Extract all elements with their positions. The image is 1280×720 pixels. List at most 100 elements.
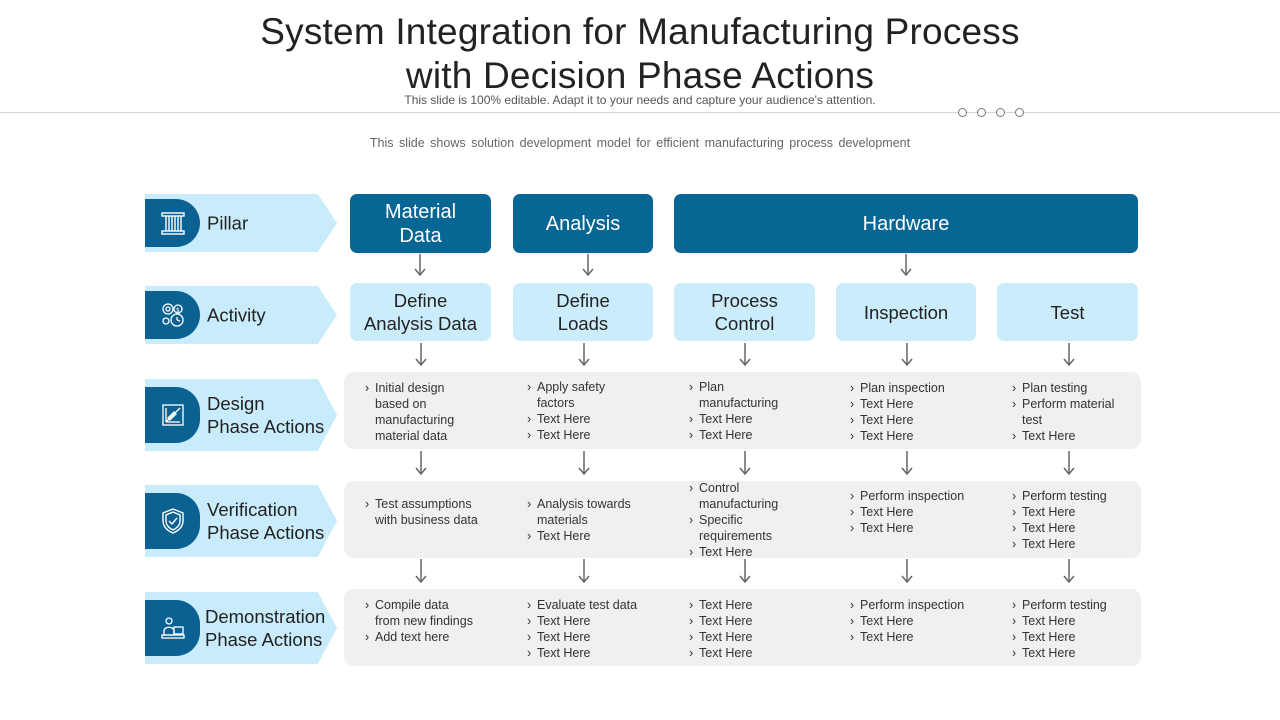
down-arrow-icon xyxy=(901,559,913,583)
list-item: Text Here xyxy=(1012,428,1127,444)
list-item: Evaluate test data xyxy=(527,597,652,613)
list-item: Text Here xyxy=(1012,629,1127,645)
list-item: Text Here xyxy=(527,411,642,427)
activity-line-1: Define xyxy=(393,290,448,311)
list-item: Text Here xyxy=(850,396,965,412)
verification-col-4: Perform inspection Text Here Text Here xyxy=(850,488,965,536)
title-line-1: System Integration for Manufacturing Pro… xyxy=(260,11,1020,52)
design-col-2: Apply safety factors Text Here Text Here xyxy=(527,379,642,443)
down-arrow-icon xyxy=(901,343,913,366)
row-label-text: Design Phase Actions xyxy=(207,392,324,438)
list-item: Text Here xyxy=(1012,613,1127,629)
slide-title: System Integration for Manufacturing Pro… xyxy=(140,10,1140,98)
down-arrow-icon xyxy=(1063,451,1075,475)
row-label-text: Verification Phase Actions xyxy=(207,498,324,544)
design-col-4: Plan inspection Text Here Text Here Text… xyxy=(850,380,965,444)
row-label-design: Design Phase Actions xyxy=(145,379,337,451)
list-item: Compile data from new findings xyxy=(365,597,475,629)
list-item: Text Here xyxy=(1012,536,1127,552)
list-item: Plan manufacturing xyxy=(689,379,804,411)
list-item: Apply safety factors xyxy=(527,379,642,411)
dot xyxy=(996,108,1005,117)
row-label-text: Demonstration Phase Actions xyxy=(205,605,325,651)
list-item: Specific requirements xyxy=(689,512,804,544)
down-arrow-icon xyxy=(739,343,751,366)
row-label-line-1: Verification xyxy=(207,499,298,520)
activity-line-2: Control xyxy=(714,313,775,334)
design-col-3: Plan manufacturing Text Here Text Here xyxy=(689,379,804,443)
list-item: Text Here xyxy=(689,411,804,427)
list-item: Text Here xyxy=(850,613,965,629)
demonstration-col-3: Text Here Text Here Text Here Text Here xyxy=(689,597,804,661)
verification-col-1: Test assumptions with business data xyxy=(365,496,485,528)
list-item: Text Here xyxy=(850,520,965,536)
slide-description: This slide shows solution development mo… xyxy=(369,136,911,150)
activity-test: Test xyxy=(997,283,1138,341)
row-label-line-2: Phase Actions xyxy=(207,416,325,437)
activity-inspection: Inspection xyxy=(836,283,976,341)
dot xyxy=(977,108,986,117)
row-label-line-1: Design xyxy=(207,393,265,414)
list-item: Text Here xyxy=(1012,520,1127,536)
down-arrow-icon xyxy=(582,254,594,276)
design-ruler-icon xyxy=(145,387,200,443)
list-item: Text Here xyxy=(1012,645,1127,661)
list-item: Text Here xyxy=(689,629,804,645)
row-label-text: Activity xyxy=(207,304,266,326)
list-item: Text Here xyxy=(527,427,642,443)
list-item: Text Here xyxy=(689,544,804,560)
pillar-material-data: Material Data xyxy=(350,194,491,253)
list-item: Perform testing xyxy=(1012,488,1127,504)
design-col-1: Initial design based on manufacturing ma… xyxy=(365,380,480,444)
row-label-text: Pillar xyxy=(207,212,249,234)
demonstration-col-4: Perform inspection Text Here Text Here xyxy=(850,597,965,645)
list-item: Text Here xyxy=(850,412,965,428)
list-item: Text Here xyxy=(689,645,804,661)
list-item: Text Here xyxy=(527,613,652,629)
down-arrow-icon xyxy=(415,559,427,583)
list-item: Text Here xyxy=(850,428,965,444)
demonstration-col-2: Evaluate test data Text Here Text Here T… xyxy=(527,597,652,661)
activity-line-2: Analysis Data xyxy=(363,313,478,334)
down-arrow-icon xyxy=(415,343,427,366)
row-label-line-2: Phase Actions xyxy=(205,629,323,650)
demonstration-col-5: Perform testing Text Here Text Here Text… xyxy=(1012,597,1127,661)
list-item: Analysis towards materials xyxy=(527,496,642,528)
down-arrow-icon xyxy=(901,451,913,475)
list-item: Control manufacturing xyxy=(689,480,804,512)
list-item: Text Here xyxy=(527,645,652,661)
svg-text:$: $ xyxy=(176,307,180,314)
down-arrow-icon xyxy=(415,451,427,475)
list-item: Text Here xyxy=(689,613,804,629)
list-item: Text Here xyxy=(850,629,965,645)
list-item: Text Here xyxy=(1012,504,1127,520)
row-label-line-2: Phase Actions xyxy=(207,522,325,543)
presenter-icon xyxy=(145,600,200,656)
activity-line-1: Define xyxy=(556,290,610,311)
down-arrow-icon xyxy=(578,451,590,475)
down-arrow-icon xyxy=(578,343,590,366)
slide-subtitle: This slide is 100% editable. Adapt it to… xyxy=(404,93,876,107)
row-label-activity: $ Activity xyxy=(145,286,337,344)
list-item: Text Here xyxy=(850,504,965,520)
row-label-pillar: Pillar xyxy=(145,194,337,252)
list-item: Text Here xyxy=(689,427,804,443)
list-item: Add text here xyxy=(365,629,475,645)
list-item: Plan inspection xyxy=(850,380,965,396)
list-item: Perform material test xyxy=(1012,396,1127,428)
activity-line-1: Process xyxy=(711,290,778,311)
design-col-5: Plan testing Perform material test Text … xyxy=(1012,380,1127,444)
row-label-verification: Verification Phase Actions xyxy=(145,485,337,557)
row-label-line-1: Demonstration xyxy=(205,606,326,627)
down-arrow-icon xyxy=(739,559,751,583)
verification-col-2: Analysis towards materials Text Here xyxy=(527,496,642,544)
list-item: Text Here xyxy=(527,528,642,544)
pillar-hardware: Hardware xyxy=(674,194,1138,253)
pillar-icon xyxy=(145,199,200,247)
down-arrow-icon xyxy=(1063,559,1075,583)
list-item: Perform inspection xyxy=(850,597,965,613)
down-arrow-icon xyxy=(578,559,590,583)
pillar-line-2: Data xyxy=(399,224,442,247)
pillar-line-1: Material xyxy=(384,200,457,223)
